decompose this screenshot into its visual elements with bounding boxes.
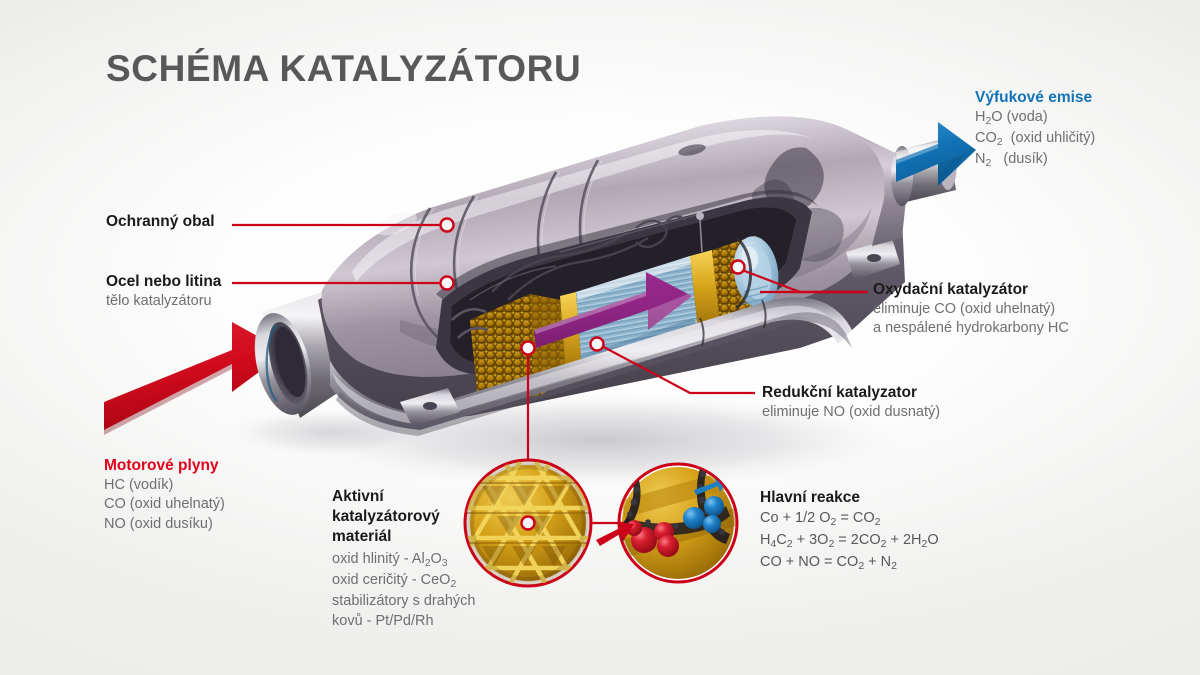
main-reaction-equation-1: Co + 1/2 O2 = CO2: [760, 509, 881, 528]
callout-dots: [439, 217, 746, 531]
main-reactions-heading: Hlavní reakce: [760, 489, 860, 506]
exhaust-emissions-heading: Výfukové emise: [975, 89, 1093, 106]
callout-engine-gases: Motorové plyny HC (vodík) CO (oxid uheln…: [104, 456, 225, 534]
converter-underbody: [330, 238, 900, 436]
internal-substrate-assembly: [451, 212, 779, 400]
reduction-catalyst-heading: Redukční katalyzator: [762, 384, 918, 401]
engine-gas-inlet-arrow: [104, 322, 286, 435]
callout-active-material: Aktivní katalyzátorový materiál oxid hli…: [332, 487, 475, 631]
active-material-line-1: oxid hlinitý - Al2O3: [332, 551, 448, 570]
callout-oxidation-catalyst: Oxydační katalyzátor eliminuje CO (oxid …: [873, 280, 1069, 339]
active-material-line-3: stabilizátory s drahých: [332, 593, 476, 610]
steel-body-heading: Ocel nebo litina: [106, 273, 222, 290]
active-material-heading-line-2: katalyzátorový: [332, 507, 440, 525]
internal-flow-arrow: [534, 272, 692, 348]
callout-main-reactions: Hlavní reakce Co + 1/2 O2 = CO2 H4C2 + 3…: [760, 488, 939, 574]
engine-gases-line-3: NO (oxid dusíku): [104, 515, 213, 532]
oxidation-catalyst-sub-2: a nespálené hydrokarbony HC: [873, 320, 1069, 337]
oxidation-catalyst-heading: Oxydační katalyzátor: [873, 281, 1029, 298]
callout-reduction-catalyst: Redukční katalyzator eliminuje NO (oxid …: [762, 383, 940, 422]
steel-body-sub: tělo katalyzátoru: [106, 292, 212, 309]
reduction-catalyst-sub-1: eliminuje NO (oxid dusnatý): [762, 403, 941, 420]
engine-gases-line-2: CO (oxid uhelnatý): [104, 496, 225, 513]
page-title: SCHÉMA KATALYZÁTORU: [106, 48, 582, 89]
exhaust-emissions-line-3: N2 (dusík): [975, 150, 1048, 169]
exhaust-emissions-line-2: CO2 (oxid uhličitý): [975, 129, 1096, 148]
protective-shell-heading: Ochranný obal: [106, 213, 215, 230]
active-material-heading-line-1: Aktivní: [332, 488, 384, 505]
engine-gases-line-1: HC (vodík): [104, 476, 174, 493]
oxidation-catalyst-sub-1: eliminuje CO (oxid uhelnatý): [873, 300, 1056, 317]
callout-leaders: [232, 223, 868, 525]
exhaust-outlet-arrow: [896, 122, 976, 186]
engine-gases-heading: Motorové plyny: [104, 457, 219, 474]
active-material-line-2: oxid ceričitý - CeO2: [332, 572, 457, 591]
callout-exhaust-emissions: Výfukové emise H2O (voda) CO2 (oxid uhli…: [975, 88, 1095, 171]
callout-protective-shell: Ochranný obal: [106, 212, 215, 232]
active-material-heading-line-3: materiál: [332, 527, 392, 545]
exhaust-emissions-line-1: H2O (voda): [975, 108, 1048, 127]
callout-steel-body: Ocel nebo litina tělo katalyzátoru: [106, 272, 221, 311]
active-material-line-4: kovů - Pt/Pd/Rh: [332, 612, 434, 629]
main-reaction-equation-3: CO + NO = CO2 + N2: [760, 553, 897, 572]
main-reaction-equation-2: H4C2 + 3O2 = 2CO2 + 2H2O: [760, 531, 939, 550]
